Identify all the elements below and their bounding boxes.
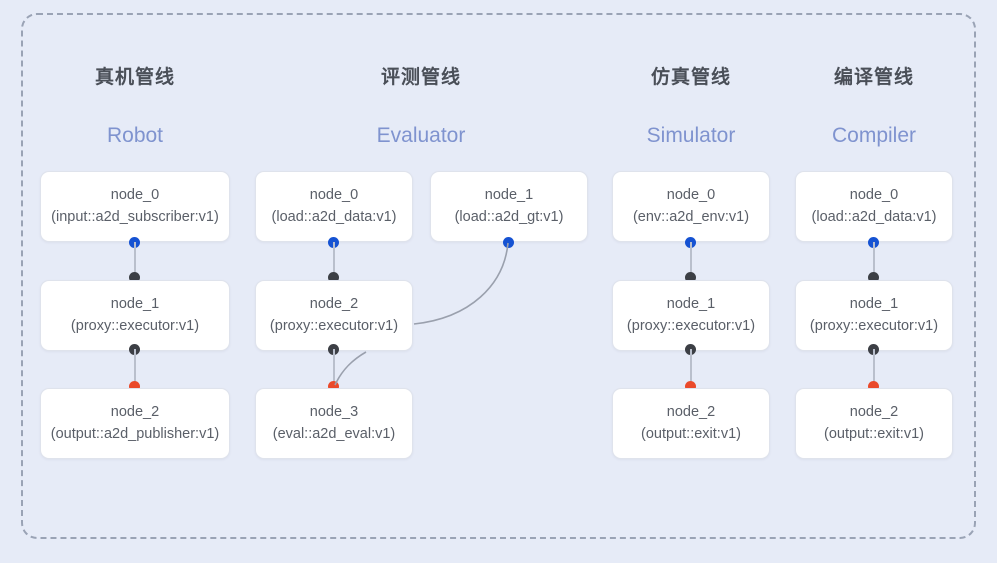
- node-spec: (input::a2d_subscriber:v1): [51, 208, 219, 225]
- node-name: node_2: [666, 404, 716, 421]
- port-terminal-evaluator-3[interactable]: [328, 381, 339, 392]
- column-subtitle-simulator: Simulator: [646, 124, 736, 147]
- node-evaluator-3[interactable]: node_3 (eval::a2d_eval:v1): [255, 388, 413, 459]
- node-name: node_0: [666, 187, 716, 204]
- node-name: node_3: [309, 404, 359, 421]
- node-evaluator-1[interactable]: node_1 (load::a2d_gt:v1): [430, 171, 588, 242]
- node-compiler-1[interactable]: node_1 (proxy::executor:v1): [795, 280, 953, 351]
- port-input-simulator-1[interactable]: [685, 272, 696, 283]
- node-name: node_2: [309, 296, 359, 313]
- port-terminal-robot-2[interactable]: [129, 381, 140, 392]
- node-spec: (load::a2d_data:v1): [811, 208, 937, 225]
- node-spec: (proxy::executor:v1): [70, 317, 200, 334]
- column-title-evaluator: 评测管线: [380, 67, 461, 88]
- node-robot-0[interactable]: node_0 (input::a2d_subscriber:v1): [40, 171, 230, 242]
- connector-robot-0-1: [134, 242, 136, 276]
- column-title-compiler: 编译管线: [833, 67, 914, 88]
- node-name: node_1: [849, 296, 899, 313]
- connector-compiler-0-1: [873, 242, 875, 276]
- node-compiler-0[interactable]: node_0 (load::a2d_data:v1): [795, 171, 953, 242]
- column-subtitle-compiler: Compiler: [831, 124, 917, 147]
- column-title-robot: 真机管线: [94, 67, 175, 88]
- node-name: node_0: [110, 187, 160, 204]
- node-name: node_2: [110, 404, 160, 421]
- port-terminal-compiler-2[interactable]: [868, 381, 879, 392]
- column-subtitle-evaluator: Evaluator: [376, 124, 466, 147]
- node-name: node_2: [849, 404, 899, 421]
- connector-simulator-0-1: [690, 242, 692, 276]
- node-name: node_1: [666, 296, 716, 313]
- node-robot-2[interactable]: node_2 (output::a2d_publisher:v1): [40, 388, 230, 459]
- port-terminal-simulator-2[interactable]: [685, 381, 696, 392]
- pipeline-group-frame: [21, 13, 976, 539]
- node-spec: (load::a2d_gt:v1): [454, 208, 564, 225]
- node-name: node_0: [849, 187, 899, 204]
- node-spec: (eval::a2d_eval:v1): [272, 425, 396, 442]
- node-simulator-2[interactable]: node_2 (output::exit:v1): [612, 388, 770, 459]
- node-compiler-2[interactable]: node_2 (output::exit:v1): [795, 388, 953, 459]
- connector-evaluator-0-2: [333, 242, 335, 276]
- node-evaluator-2[interactable]: node_2 (proxy::executor:v1): [255, 280, 413, 351]
- column-title-simulator: 仿真管线: [650, 67, 731, 88]
- node-spec: (load::a2d_data:v1): [271, 208, 397, 225]
- connector-compiler-1-2: [873, 349, 875, 387]
- port-output-evaluator-1[interactable]: [503, 237, 514, 248]
- column-subtitle-robot: Robot: [106, 124, 164, 147]
- node-name: node_0: [309, 187, 359, 204]
- connector-simulator-1-2: [690, 349, 692, 387]
- node-evaluator-0[interactable]: node_0 (load::a2d_data:v1): [255, 171, 413, 242]
- port-input-robot-1[interactable]: [129, 272, 140, 283]
- node-spec: (proxy::executor:v1): [626, 317, 756, 334]
- node-spec: (output::exit:v1): [641, 425, 741, 442]
- port-input-evaluator-2a[interactable]: [328, 272, 339, 283]
- connector-robot-1-2: [134, 349, 136, 387]
- node-simulator-0[interactable]: node_0 (env::a2d_env:v1): [612, 171, 770, 242]
- node-spec: (output::a2d_publisher:v1): [50, 425, 220, 442]
- node-spec: (proxy::executor:v1): [269, 317, 399, 334]
- connector-evaluator-2-3: [333, 349, 335, 387]
- node-name: node_1: [110, 296, 160, 313]
- node-simulator-1[interactable]: node_1 (proxy::executor:v1): [612, 280, 770, 351]
- node-name: node_1: [484, 187, 534, 204]
- node-spec: (env::a2d_env:v1): [632, 208, 750, 225]
- node-spec: (proxy::executor:v1): [809, 317, 939, 334]
- port-input-compiler-1[interactable]: [868, 272, 879, 283]
- node-spec: (output::exit:v1): [824, 425, 924, 442]
- node-robot-1[interactable]: node_1 (proxy::executor:v1): [40, 280, 230, 351]
